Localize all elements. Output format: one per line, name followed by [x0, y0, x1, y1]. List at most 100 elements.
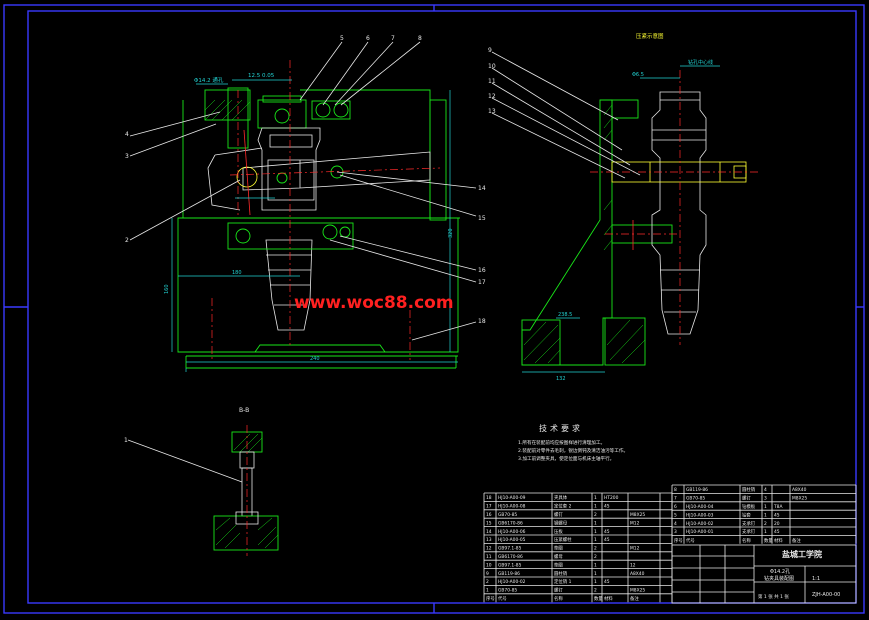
parts-row-10-name: 垫圈 [554, 561, 563, 568]
parts-header-4: 材料 [604, 595, 613, 602]
parts-row-11-no: 11 [486, 554, 492, 560]
parts-right-row-4-qty: 2 [764, 521, 767, 527]
parts-row-13-mat: 45 [604, 537, 610, 543]
parts-right-row-7-name: 螺钉 [742, 495, 751, 502]
balloon-8: 8 [418, 35, 422, 42]
parts-row-11-qty: 2 [594, 554, 597, 560]
balloon-7: 7 [391, 35, 395, 42]
parts-right-row-6-no: 6 [674, 504, 677, 510]
parts-row-15-note: M12 [630, 520, 640, 526]
balloon-5: 5 [340, 35, 344, 42]
side-view-title: 压紧示意图 [636, 32, 664, 40]
dim-right-base: 132 [556, 376, 566, 382]
balloon-11: 11 [488, 78, 496, 85]
parts-right-row-3-code: HJ10-A00-01 [686, 529, 714, 535]
parts-row-9-qty: 1 [594, 571, 597, 577]
dim-top-mid: 12.5 0.05 [248, 73, 275, 79]
parts-row-13-name: 压紧螺柱 [554, 536, 572, 543]
parts-right-row-7-qty: 3 [764, 496, 767, 502]
parts-row-10-no: 10 [486, 562, 492, 568]
balloon-labels: 5 6 7 8 4 3 2 14 15 16 17 18 9 10 11 12 … [124, 35, 496, 444]
parts-row-2-mat: 45 [604, 579, 610, 585]
parts-right-row-7-no: 7 [674, 496, 677, 502]
balloon-6: 6 [366, 35, 370, 42]
parts-right-row-3-name: 支承钉 [742, 528, 756, 535]
parts-row-2-qty: 1 [594, 579, 597, 585]
parts-right-row-5-name: 钻套 [742, 511, 751, 518]
parts-row-17-code: HJ10-A00-08 [498, 504, 526, 510]
parts-row-17-qty: 1 [594, 504, 597, 510]
watermark: www.woc88.com [294, 293, 454, 313]
drawing-number: ZJH-A00-00 [812, 592, 840, 598]
parts-row-13-code: HJ10-A00-05 [498, 537, 526, 543]
parts-row-15-name: 钢螺母 [554, 519, 568, 526]
tech-req-line-1: 1.所有在装配前均应按图样进行清理加工。 [518, 439, 605, 446]
parts-row-15-no: 15 [486, 520, 492, 526]
parts-right-row-5-mat: 45 [774, 512, 780, 518]
balloon-17: 17 [478, 279, 486, 286]
drawing-name-2: 钻夹具装配图 [764, 575, 794, 582]
dim-hole: Φ14.2 通孔 [194, 76, 224, 84]
parts-row-18-qty: 1 [594, 495, 597, 501]
parts-row-9-note: A8X40 [630, 571, 645, 577]
balloon-2: 2 [125, 237, 129, 244]
parts-row-10-code: GB97.1-85 [498, 562, 522, 568]
parts-row-14-name: 压板 [554, 528, 563, 535]
parts-row-14-no: 14 [486, 529, 492, 535]
parts-header-0: 序号 [486, 595, 495, 602]
parts-row-10-qty: 1 [594, 562, 597, 568]
parts-right-row-3-mat: 45 [774, 529, 780, 535]
balloon-1: 1 [124, 437, 128, 444]
parts-row-17-no: 17 [486, 504, 492, 510]
parts-row-11-name: 螺母 [554, 553, 563, 560]
balloon-3: 3 [125, 153, 129, 160]
parts-row-14-code: HJ10-A00-06 [498, 529, 526, 535]
parts-row-16-note: M8X25 [630, 512, 645, 518]
drawing-name-1: Φ14.2孔 [770, 568, 790, 575]
parts-row-1-name: 螺钉 [554, 587, 563, 594]
parts-row-17-mat: 45 [604, 504, 610, 510]
side-view [521, 65, 760, 373]
balloon-18: 18 [478, 318, 486, 325]
parts-right-row-8-code: GB119-86 [686, 487, 708, 493]
parts-right-row-4-no: 4 [674, 521, 677, 527]
balloon-16: 16 [478, 267, 486, 274]
parts-row-10-note: 12 [630, 562, 636, 568]
tech-req-line-2: 2.装配前对零件去毛刺，锐边倒钝及清洁油污等工作。 [518, 447, 628, 454]
balloon-14: 14 [478, 185, 486, 192]
parts-right-row-7-code: GB70-85 [686, 496, 705, 502]
parts-right-row-8-name: 圆柱销 [742, 486, 756, 493]
drawing-scale: 1:1 [812, 576, 820, 582]
parts-row-16-no: 16 [486, 512, 492, 518]
parts-row-13-qty: 1 [594, 537, 597, 543]
parts-row-2-no: 2 [486, 579, 489, 585]
dim-left-height: 160 [164, 284, 170, 294]
parts-right-row-4-name: 支承钉 [742, 520, 756, 527]
front-view [171, 60, 460, 372]
parts-right-row-3-no: 3 [674, 529, 677, 535]
parts-right-row-6-qty: 1 [764, 504, 767, 510]
dim-base-label: 238.5 [558, 312, 572, 318]
parts-row-11-code: GB6170-86 [498, 554, 523, 560]
parts-header-3: 数量 [594, 595, 603, 602]
parts-row-13-no: 13 [486, 537, 492, 543]
parts-row-2-code: HJ10-A00-02 [498, 579, 526, 585]
dim-right-top: Φ6.5 [632, 72, 644, 78]
parts-right-header-4: 材料 [774, 537, 783, 544]
parts-row-12-note: M12 [630, 546, 640, 552]
parts-right-row-4-code: HJ10-A00-02 [686, 521, 714, 527]
parts-row-9-name: 圆柱销 [554, 570, 568, 577]
parts-header-5: 备注 [630, 595, 639, 602]
balloon-9: 9 [488, 47, 492, 54]
parts-row-18-no: 18 [486, 495, 492, 501]
parts-row-14-mat: 45 [604, 529, 610, 535]
parts-row-15-qty: 1 [594, 520, 597, 526]
sheet-count: 第 1 张 共 1 张 [758, 593, 789, 600]
parts-right-row-4-mat: 20 [774, 521, 780, 527]
parts-row-16-qty: 2 [594, 512, 597, 518]
parts-right-row-5-no: 5 [674, 512, 677, 518]
parts-right-row-3-qty: 1 [764, 529, 767, 535]
parts-row-12-no: 12 [486, 546, 492, 552]
dim-bottom-width: 240 [310, 356, 320, 362]
